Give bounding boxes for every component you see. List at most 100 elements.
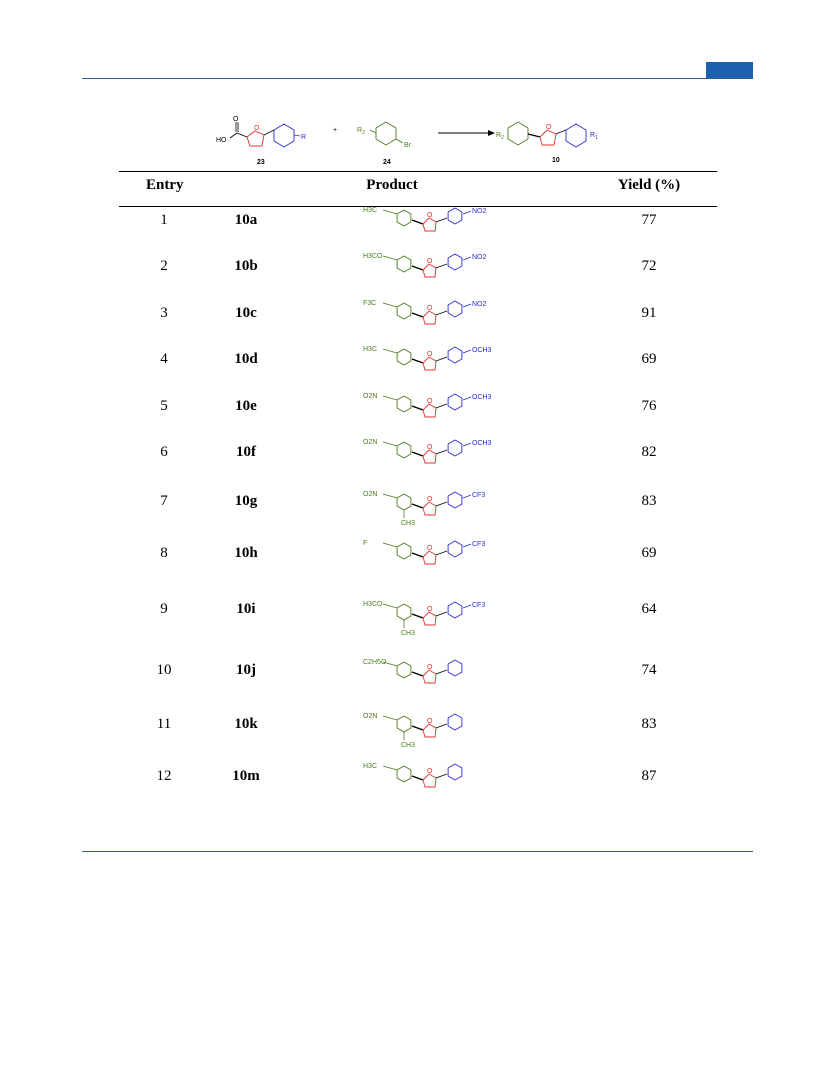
left-aryl-ring xyxy=(396,542,412,560)
cell-yield: 91 xyxy=(641,305,657,321)
furan-o-label: O xyxy=(427,606,433,613)
bond xyxy=(411,613,424,619)
furan-ring xyxy=(422,773,437,788)
furan-ring xyxy=(422,550,437,565)
bond xyxy=(411,358,424,364)
right-aryl-ring xyxy=(447,540,463,558)
furan-ring xyxy=(422,263,437,278)
bond xyxy=(435,310,448,316)
bond xyxy=(382,255,398,261)
bond xyxy=(462,349,472,354)
scheme-reactant2-label: 24 xyxy=(383,159,391,166)
scheme-r1-label: R1 xyxy=(590,132,598,141)
scheme-br-label: Br xyxy=(404,142,412,149)
footer-rule xyxy=(82,851,753,852)
cell-entry: 1 xyxy=(160,212,168,228)
right-aryl-ring xyxy=(447,713,463,731)
reaction-scheme-svg: HO O O R 23 + R2 Br 24 R2 O R1 10 xyxy=(216,116,598,166)
left-aryl-ring xyxy=(396,395,412,413)
left-substituent-label: O2N xyxy=(363,393,377,400)
right-aryl-ring xyxy=(447,300,463,318)
product-10-structure xyxy=(507,121,587,148)
left-substituent-label: H3CO xyxy=(363,601,383,608)
scheme-r-label: R xyxy=(301,134,306,141)
scheme-o-label: O xyxy=(233,116,239,123)
bond xyxy=(382,395,398,401)
right-aryl-ring xyxy=(447,659,463,677)
cell-compound-code: 10m xyxy=(232,768,260,784)
cell-compound-code: 10b xyxy=(234,258,258,274)
extra-substituent-label: CH3 xyxy=(401,630,415,637)
cell-yield: 64 xyxy=(641,601,657,617)
cell-compound-code: 10f xyxy=(236,444,256,460)
header-entry: Entry xyxy=(146,177,184,193)
right-substituent-label: NO2 xyxy=(472,254,487,261)
cell-compound-code: 10e xyxy=(235,398,257,414)
bond xyxy=(435,669,448,675)
reaction-arrow-head xyxy=(488,130,495,136)
bond xyxy=(435,263,448,269)
furan-o-label: O xyxy=(427,258,433,265)
cell-yield: 69 xyxy=(641,545,657,561)
furan-ring xyxy=(422,669,437,684)
cell-yield: 76 xyxy=(641,398,657,414)
cell-yield: 87 xyxy=(641,768,657,784)
furan-ring xyxy=(422,403,437,418)
cell-compound-code: 10h xyxy=(234,545,258,561)
right-substituent-label: NO2 xyxy=(472,301,487,308)
left-aryl-ring xyxy=(396,441,412,459)
cell-compound-code: 10k xyxy=(234,716,258,732)
right-aryl-ring xyxy=(447,601,463,619)
cell-entry: 8 xyxy=(160,545,168,561)
bond xyxy=(462,210,472,215)
cell-yield: 83 xyxy=(641,493,657,509)
bond xyxy=(435,217,448,223)
cell-compound-code: 10a xyxy=(234,212,258,228)
left-aryl-ring xyxy=(396,493,412,511)
scheme-furan-o-label: O xyxy=(254,125,260,132)
bond xyxy=(435,611,448,617)
bond xyxy=(435,501,448,507)
table-header: Entry Product Yield (%) xyxy=(119,171,717,207)
bond xyxy=(411,725,424,731)
furan-o-label: O xyxy=(427,664,433,671)
cell-entry: 2 xyxy=(160,258,168,274)
left-aryl-ring xyxy=(396,765,412,783)
bond xyxy=(382,441,398,447)
bond xyxy=(435,550,448,556)
right-substituent-label: OCH3 xyxy=(472,394,492,401)
scheme-reactant1-label: 23 xyxy=(257,159,265,166)
reactant-24-structure xyxy=(369,121,404,146)
right-aryl-ring xyxy=(447,439,463,457)
right-aryl-ring xyxy=(447,393,463,411)
scheme-product-label: 10 xyxy=(552,157,560,164)
header-yield: Yield (%) xyxy=(617,177,681,193)
right-aryl-ring xyxy=(447,346,463,364)
bond xyxy=(411,219,424,225)
bond xyxy=(462,543,472,548)
bond xyxy=(462,494,472,499)
bond xyxy=(382,493,398,499)
cell-entry: 3 xyxy=(160,305,168,321)
cell-entry: 6 xyxy=(160,444,168,460)
bond xyxy=(411,312,424,318)
cell-compound-code: 10j xyxy=(236,662,256,678)
left-substituent-label: O2N xyxy=(363,713,377,720)
cell-entry: 7 xyxy=(160,493,168,509)
right-substituent-label: CF3 xyxy=(472,602,485,609)
